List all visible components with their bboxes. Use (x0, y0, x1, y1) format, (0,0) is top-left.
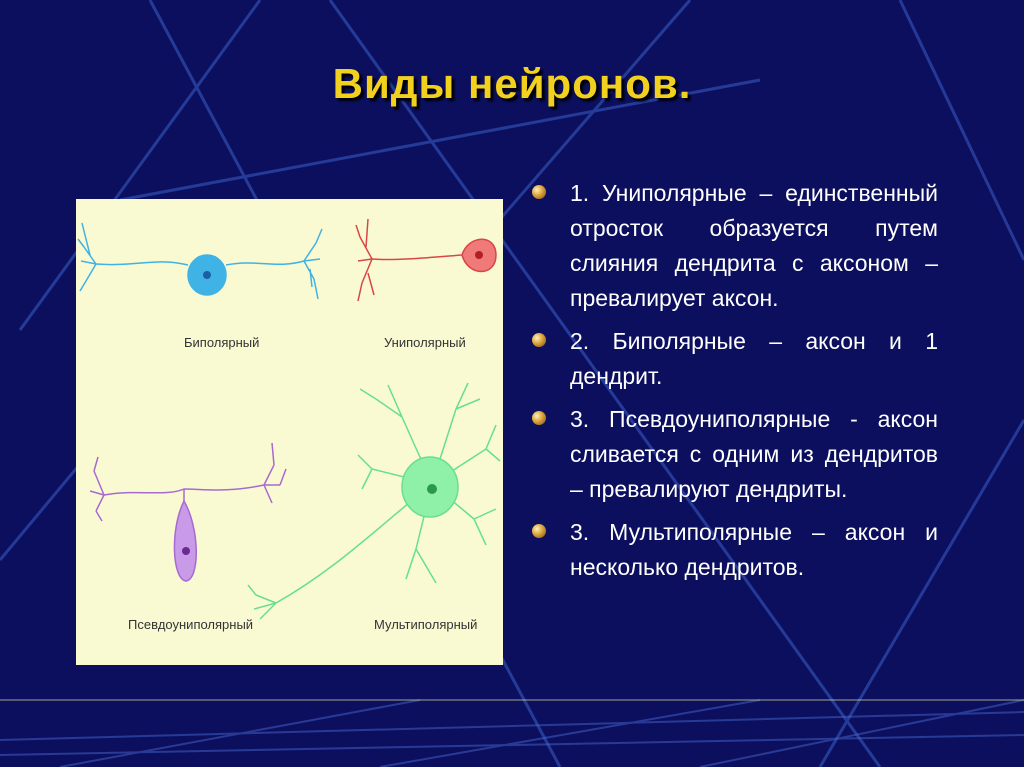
bg-line (59, 699, 421, 767)
slide-title: Виды нейронов. (332, 60, 692, 107)
bullet-dot-icon (532, 185, 546, 199)
bipolar-label: Биполярный (184, 335, 259, 350)
bipolar-neuron (77, 222, 323, 300)
bg-line (379, 699, 761, 767)
bullet-text: 1. Униполярные – единственный отросток о… (570, 180, 938, 311)
multipolar-label: Мультиполярный (374, 617, 477, 632)
bg-line (119, 78, 761, 202)
bullet-dot-icon (532, 333, 546, 347)
pseudounipolar-neuron (89, 442, 287, 582)
bg-line (0, 734, 1024, 756)
bg-line (818, 419, 1024, 767)
bullet-pseudounipolar: 3. Псевдоуниполярные - аксон сливается с… (532, 402, 938, 507)
bullet-text: 3. Псевдоуниполярные - аксон сливается с… (570, 406, 938, 502)
neuron-types-list: 1. Униполярные – единственный отросток о… (532, 176, 938, 593)
neuron-diagram: Биполярный Униполярный Псевдоуниполярный (77, 218, 501, 632)
bg-line (898, 0, 1024, 261)
bullet-dot-icon (532, 411, 546, 425)
bullet-text: 3. Мультиполярные – аксон и несколько де… (570, 519, 938, 580)
bg-line (18, 0, 262, 331)
bullet-dot-icon (532, 524, 546, 538)
bullet-multipolar: 3. Мультиполярные – аксон и несколько де… (532, 515, 938, 585)
unipolar-label: Униполярный (384, 335, 466, 350)
bullet-unipolar: 1. Униполярные – единственный отросток о… (532, 176, 938, 316)
bullet-text: 2. Биполярные – аксон и 1 дендрит. (570, 328, 938, 389)
bullet-bipolar: 2. Биполярные – аксон и 1 дендрит. (532, 324, 938, 394)
bg-line (0, 711, 1024, 741)
multipolar-neuron (247, 382, 501, 620)
neuron-types-figure: Биполярный Униполярный Псевдоуниполярный (76, 199, 503, 665)
unipolar-neuron (355, 218, 497, 302)
bg-line (699, 699, 1024, 767)
bg-line (328, 0, 882, 767)
pseudounipolar-label: Псевдоуниполярный (128, 617, 253, 632)
